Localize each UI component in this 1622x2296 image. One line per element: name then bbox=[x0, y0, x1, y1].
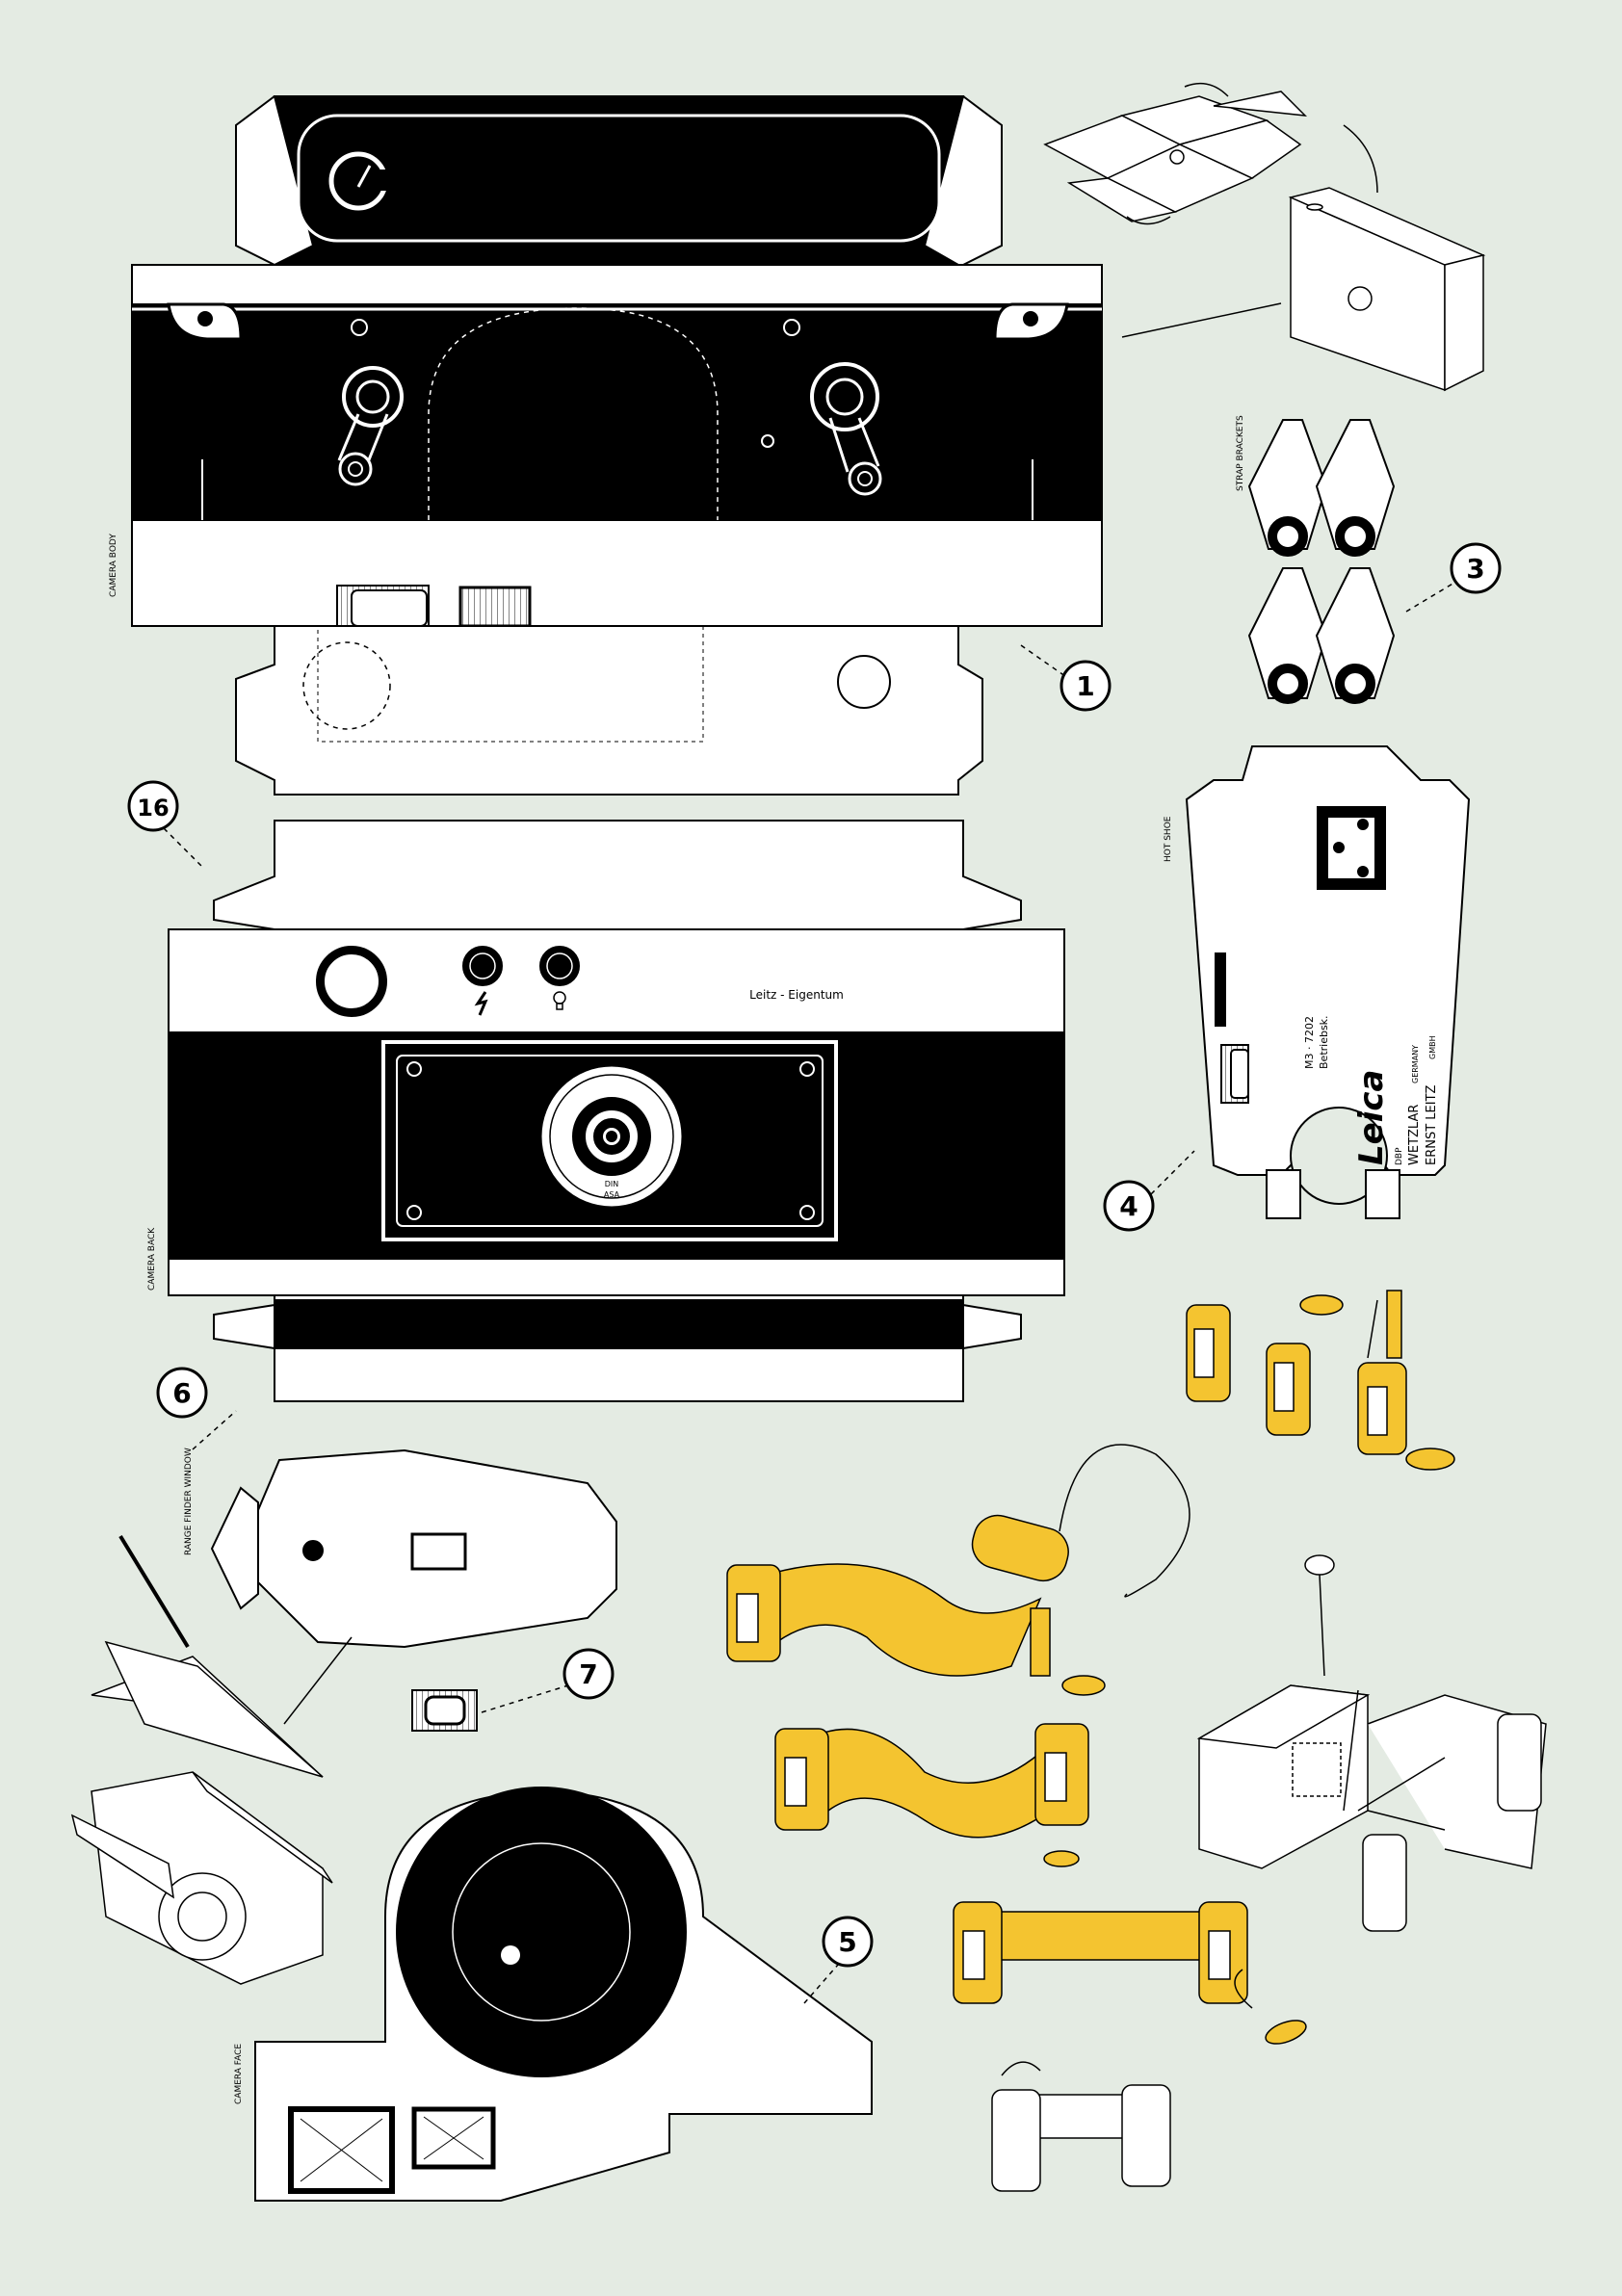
svg-text:5: 5 bbox=[838, 1926, 856, 1958]
paper-plane-illustration bbox=[91, 1534, 353, 1778]
camera-assembly-illustration bbox=[1196, 1554, 1547, 1932]
camera-face-piece: CAMERA FACE bbox=[234, 1787, 873, 2202]
top-plate-window bbox=[297, 114, 941, 243]
strap-bracket-4 bbox=[1315, 567, 1396, 704]
film-strip-illustration-2 bbox=[774, 1723, 1089, 1867]
camera-back-piece: DIN ASA Leitz - Eigentum CAMERA BACK bbox=[147, 820, 1065, 1402]
body-bottom-flap bbox=[235, 625, 983, 796]
strap-brackets-label: STRAP BRACKETS bbox=[1236, 415, 1245, 491]
camera-body-label: CAMERA BODY bbox=[109, 534, 118, 597]
bolt-icon bbox=[474, 991, 488, 1016]
back-top-flap bbox=[213, 820, 1022, 930]
callout-3: 3 bbox=[1450, 542, 1502, 594]
asa-label: ASA bbox=[604, 1190, 620, 1199]
slot-right bbox=[458, 586, 532, 628]
lens-mount bbox=[396, 1787, 687, 2077]
svg-text:3: 3 bbox=[1466, 553, 1484, 585]
bulb-icon bbox=[553, 991, 566, 1010]
hot-shoe-label: HOT SHOE bbox=[1164, 816, 1173, 862]
rotate-arrow bbox=[1059, 1444, 1190, 1598]
film-strip-illustration-3 bbox=[953, 1901, 1307, 2045]
callout-7: 7 bbox=[562, 1648, 615, 1700]
film-strip-illustration-1 bbox=[726, 1514, 1106, 1696]
hot-shoe-tab-right bbox=[1365, 1169, 1400, 1219]
hs-prefix: DBP bbox=[1395, 1147, 1404, 1165]
svg-text:7: 7 bbox=[579, 1658, 597, 1690]
leica-logo: Leica bbox=[1352, 1070, 1391, 1165]
hot-shoe-cutout bbox=[1290, 1107, 1388, 1205]
strap-bracket-3 bbox=[1247, 567, 1328, 704]
range-finder-piece: RANGE FINDER WINDOW bbox=[184, 1448, 617, 1649]
svg-text:6: 6 bbox=[172, 1377, 191, 1409]
leitz-eigentum-engraving: Leitz - Eigentum bbox=[749, 988, 844, 1002]
hs-model: M3 · 7202 bbox=[1303, 1016, 1316, 1069]
hs-suffix: GMBH bbox=[1428, 1035, 1437, 1059]
body-black-band bbox=[131, 303, 1103, 521]
film-strip-illustration-4 bbox=[991, 2061, 1171, 2192]
hot-shoe-piece: M3 · 7202 Betriebsk. Leica DBP WETZLAR G… bbox=[1164, 745, 1471, 1219]
shutter-speed-dial bbox=[337, 366, 404, 486]
camera-body-piece: CAMERA BODY bbox=[109, 95, 1103, 796]
hs-city: WETZLAR bbox=[1407, 1105, 1422, 1165]
strap-bracket-1 bbox=[1247, 419, 1328, 557]
svg-text:1: 1 bbox=[1076, 670, 1094, 702]
range-finder-label: RANGE FINDER WINDOW bbox=[184, 1448, 194, 1555]
callout-1: 1 bbox=[1060, 660, 1112, 712]
net-fold-illustration bbox=[1043, 82, 1378, 225]
camera-face-label: CAMERA FACE bbox=[234, 2044, 244, 2104]
callout-6: 6 bbox=[156, 1367, 208, 1419]
rewind-knob-icon bbox=[328, 151, 394, 211]
hs-owner: Betriebsk. bbox=[1318, 1015, 1330, 1069]
hs-maker: ERNST LEITZ bbox=[1425, 1084, 1439, 1165]
range-finder-end-flap bbox=[210, 1486, 259, 1610]
film-canisters-illustration bbox=[1186, 1290, 1455, 1471]
svg-text:16: 16 bbox=[137, 795, 169, 822]
hs-country: GERMANY bbox=[1411, 1045, 1420, 1083]
hot-shoe-slit bbox=[1215, 952, 1226, 1027]
svg-text:4: 4 bbox=[1119, 1190, 1138, 1222]
callout-5: 5 bbox=[822, 1916, 874, 1968]
strap-bracket-2 bbox=[1315, 419, 1396, 557]
camera-sketch-illustration bbox=[70, 1771, 333, 1985]
camera-back-label: CAMERA BACK bbox=[147, 1227, 157, 1291]
hot-shoe-tab-left bbox=[1266, 1169, 1301, 1219]
film-advance-lever bbox=[810, 362, 882, 496]
callout-4: 4 bbox=[1103, 1180, 1155, 1232]
film-reminder-dial: DIN ASA bbox=[538, 1063, 685, 1210]
strap-brackets-piece: STRAP BRACKETS bbox=[1236, 415, 1396, 704]
din-label: DIN bbox=[605, 1180, 619, 1188]
folded-box-illustration bbox=[1121, 187, 1486, 392]
leader-lines bbox=[163, 582, 1455, 2004]
callout-16: 16 bbox=[127, 780, 179, 832]
rf-window-slot bbox=[410, 1532, 467, 1571]
